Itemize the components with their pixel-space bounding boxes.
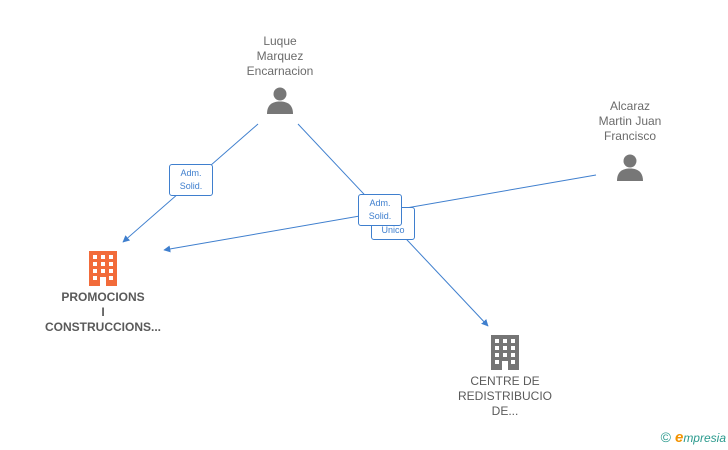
building-icon xyxy=(491,335,519,370)
edge-label-luque-centre-line-1: Unico xyxy=(381,225,405,235)
node-alcaraz-label: Alcaraz Martin Juan Francisco xyxy=(575,99,685,144)
person-icon xyxy=(267,87,293,114)
edge-label-alcaraz-promocions[interactable]: Adm. Solid. xyxy=(358,194,402,226)
node-alcaraz-label-line-1: Alcaraz xyxy=(609,99,650,113)
node-promocions-label-line-2: I xyxy=(101,305,105,319)
node-promocions-label-line-1: PROMOCIONS xyxy=(61,290,145,304)
node-alcaraz-label-line-2: Martin Juan xyxy=(598,114,662,128)
empresia-watermark: ©empresia xyxy=(661,429,726,446)
node-centre-label-line-2: REDISTRIBUCIO xyxy=(457,389,552,403)
node-luque-label-line-1: Luque xyxy=(263,34,297,48)
node-centre-label-line-1: CENTRE DE xyxy=(470,374,540,388)
node-luque[interactable]: Luque Marquez Encarnacion xyxy=(225,34,335,115)
node-promocions-label: PROMOCIONS I CONSTRUCCIONS... xyxy=(30,290,176,335)
node-promocions[interactable]: PROMOCIONS I CONSTRUCCIONS... xyxy=(30,250,176,335)
copyright-symbol: © xyxy=(660,429,671,445)
edge-label-luque-promocions-line-2: Solid. xyxy=(179,181,203,191)
edge-label-alcaraz-promocions-line-2: Solid. xyxy=(368,211,392,221)
building-icon xyxy=(89,251,117,286)
node-centre[interactable]: CENTRE DE REDISTRIBUCIO DE... xyxy=(445,334,565,419)
edge-label-luque-promocions-line-1: Adm. xyxy=(180,168,202,178)
node-luque-label-line-3: Encarnacion xyxy=(246,64,314,78)
node-alcaraz-label-line-3: Francisco xyxy=(603,129,656,143)
node-luque-label: Luque Marquez Encarnacion xyxy=(225,34,335,79)
edge-label-luque-promocions[interactable]: Adm. Solid. xyxy=(169,164,213,196)
empresia-logo-initial: e xyxy=(674,429,684,446)
node-promocions-label-line-3: CONSTRUCCIONS... xyxy=(44,320,161,334)
node-alcaraz[interactable]: Alcaraz Martin Juan Francisco xyxy=(575,99,685,182)
edge-label-alcaraz-promocions-line-1: Adm. xyxy=(369,198,391,208)
node-centre-label-line-3: DE... xyxy=(491,404,519,418)
person-icon xyxy=(617,154,643,181)
empresia-logo-text: mpresia xyxy=(683,431,726,445)
node-luque-label-line-2: Marquez xyxy=(256,49,304,63)
node-centre-label: CENTRE DE REDISTRIBUCIO DE... xyxy=(445,374,565,419)
